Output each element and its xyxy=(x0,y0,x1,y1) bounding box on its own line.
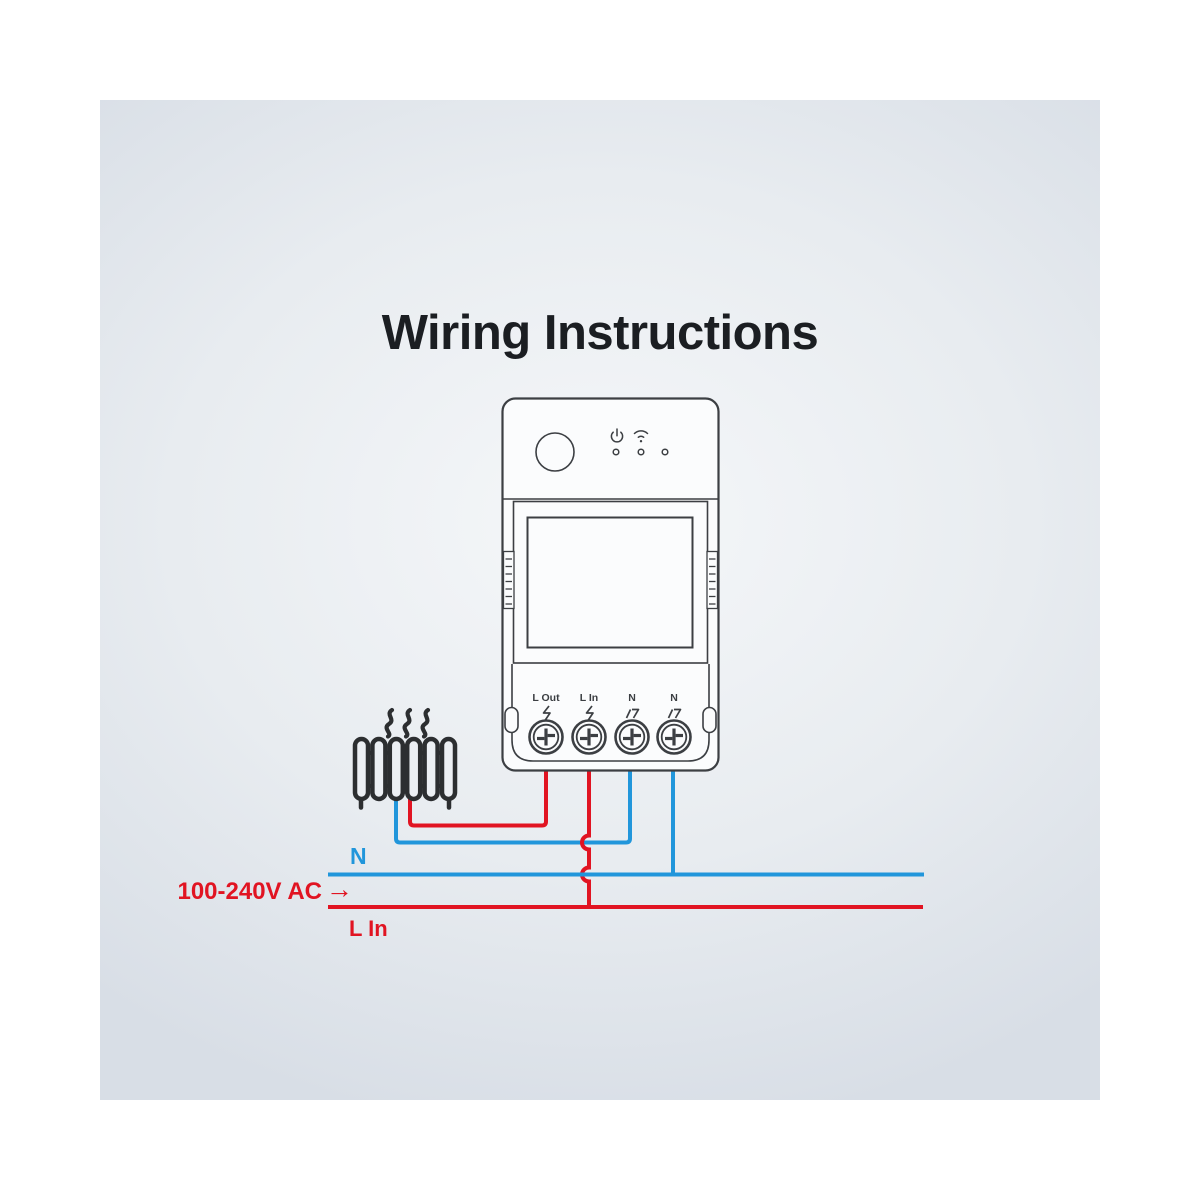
mount-notch-right xyxy=(702,706,717,734)
terminal-label-lout: L Out xyxy=(532,692,560,704)
neutral-icon xyxy=(625,708,640,719)
supply-voltage-label: 100-240V AC xyxy=(177,878,322,905)
wire-live-to-load xyxy=(408,748,548,828)
wifi-icon xyxy=(633,430,649,443)
din-clip-right xyxy=(706,550,719,610)
terminal-label-n2: N xyxy=(670,692,678,704)
led-indicator-power xyxy=(612,448,620,456)
terminal-screw-n1 xyxy=(614,719,650,755)
lightning-icon xyxy=(585,705,594,721)
neutral-bus-label: N xyxy=(350,843,367,869)
supply-arrow-icon: → xyxy=(326,874,353,904)
terminal-screw-n2 xyxy=(656,719,692,755)
terminal-label-lin: L In xyxy=(580,692,598,704)
terminal-screw-lout xyxy=(528,719,564,755)
terminal-label-n1: N xyxy=(628,692,636,704)
neutral-icon xyxy=(667,708,682,719)
radiator-icon xyxy=(352,707,458,810)
lightning-icon xyxy=(542,705,551,721)
power-icon xyxy=(610,428,624,443)
wires xyxy=(328,748,924,909)
pairing-button xyxy=(535,432,575,472)
wire-neutral-to-load xyxy=(394,748,632,845)
mount-notch-left xyxy=(504,706,519,734)
din-clip-left xyxy=(502,550,515,610)
page-title: Wiring Instructions xyxy=(381,306,819,360)
wire-live-supply-drop xyxy=(580,748,591,909)
led-indicator-wifi xyxy=(637,448,645,456)
device-body: L Out L In N N xyxy=(501,397,720,772)
terminal-screw-lin xyxy=(571,719,607,755)
display-screen xyxy=(526,516,694,649)
led-indicator-relay xyxy=(661,448,669,456)
line-in-label: L In xyxy=(349,916,388,941)
heat-waves-icon xyxy=(384,707,431,739)
